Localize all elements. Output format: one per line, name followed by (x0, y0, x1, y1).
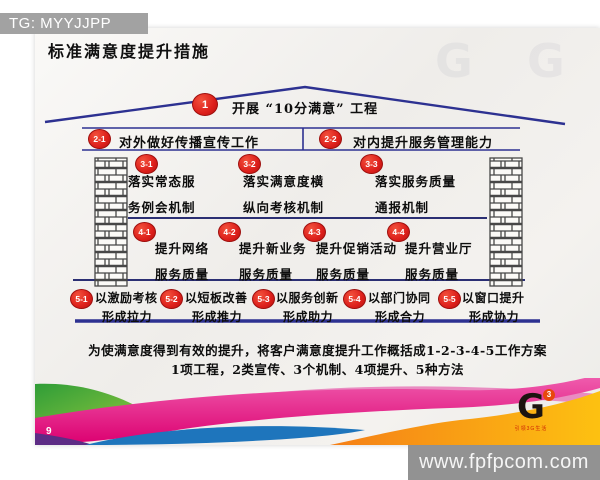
row5-item-line1: 以服务创新 (276, 291, 339, 305)
step-badge-4-2: 4-2 (218, 222, 241, 242)
brick-wall-left (94, 157, 128, 287)
g3-brand-logo: G 3 引领3G生活 (501, 387, 561, 436)
row5-item-line2: 形成协力 (469, 310, 520, 324)
row5-item-line1: 以部门协同 (368, 291, 431, 305)
row5-item: 以服务创新 形成助力 (276, 289, 339, 325)
step-badge-5-2: 5-2 (160, 289, 183, 309)
row3-item: 落实满意度横 纵向考核机制 (243, 171, 324, 216)
row4-item-line1: 提升促销活动 (316, 241, 398, 256)
row4-item: 提升网络 服务质量 (155, 238, 209, 283)
row3-item-line2: 通报机制 (375, 200, 430, 215)
roof-label: 开展 “10分满意” 工程 (232, 102, 379, 117)
row5-item-line1: 以窗口提升 (462, 291, 525, 305)
row4-item: 提升营业厅 服务质量 (405, 238, 473, 283)
page-number: 9 (46, 426, 52, 437)
step-badge-2-2: 2-2 (319, 129, 342, 149)
row4-item: 提升促销活动 服务质量 (316, 238, 397, 283)
step-badge-3-1: 3-1 (135, 154, 158, 174)
row4-item-line2: 服务质量 (316, 267, 371, 282)
step-badge-5-5: 5-5 (438, 289, 461, 309)
row4-item-line2: 服务质量 (239, 267, 294, 282)
background-g-watermark-icon: G (435, 34, 473, 88)
tg-label-bar: TG: MYYJJPP (0, 13, 148, 34)
background-g-watermark-icon: G (527, 34, 565, 88)
step-badge-5-3: 5-3 (252, 289, 275, 309)
row4-item-line1: 提升营业厅 (405, 241, 473, 256)
step-badge-1: 1 (192, 93, 218, 116)
row4-item-line2: 服务质量 (405, 267, 460, 282)
brick-wall-right (489, 157, 523, 287)
row4-item: 提升新业务 服务质量 (239, 238, 307, 283)
row3-item: 落实常态服 务例会机制 (128, 171, 196, 216)
row4-item-line1: 提升网络 (155, 241, 210, 256)
row5-item: 以部门协同 形成合力 (368, 289, 431, 325)
row3-item-line2: 务例会机制 (128, 200, 196, 215)
presentation-slide: G G 标准满意度提升措施 1 开展 “10分满意” 工程 2-1 对外做好传播… (35, 28, 600, 445)
row3-item: 落实服务质量 通报机制 (375, 171, 456, 216)
row3-item-line1: 落实服务质量 (375, 174, 457, 189)
row2-right-label: 对内提升服务管理能力 (353, 136, 494, 151)
step-badge-5-4: 5-4 (343, 289, 366, 309)
house-frame-diagram (44, 85, 566, 323)
step-badge-3-2: 3-2 (238, 154, 261, 174)
row3-item-line1: 落实常态服 (128, 174, 196, 189)
g3-superscript-badge: 3 (543, 389, 555, 401)
step-badge-3-3: 3-3 (360, 154, 383, 174)
slide-title: 标准满意度提升措施 (48, 42, 211, 61)
row3-item-line1: 落实满意度横 (243, 174, 325, 189)
step-badge-5-1: 5-1 (70, 289, 93, 309)
g3-tagline: 引领3G生活 (514, 426, 548, 432)
bottom-wave-decoration (35, 378, 600, 445)
row5-item-line2: 形成推力 (192, 310, 243, 324)
summary-paragraph: 为使满意度得到有效的提升，将客户满意度提升工作概括成1-2-3-4-5工作方案 … (35, 341, 600, 379)
step-badge-4-4: 4-4 (387, 222, 410, 242)
step-badge-4-1: 4-1 (133, 222, 156, 242)
row4-item-line1: 提升新业务 (239, 241, 307, 256)
row4-item-line2: 服务质量 (155, 267, 210, 282)
step-badge-4-3: 4-3 (303, 222, 326, 242)
row5-item-line1: 以短板改善 (185, 291, 248, 305)
g3-letter-icon: G (517, 387, 545, 427)
summary-line2: 1项工程，2类宣传、3个机制、4项提升、5种方法 (171, 362, 464, 377)
row3-item-line2: 纵向考核机制 (243, 200, 325, 215)
watermark-url: www.fpfpcom.com (408, 445, 600, 480)
row5-item: 以短板改善 形成推力 (185, 289, 248, 325)
row5-item-line2: 形成合力 (375, 310, 426, 324)
row5-item-line1: 以激励考核 (95, 291, 158, 305)
row5-item: 以窗口提升 形成协力 (462, 289, 525, 325)
step-badge-2-1: 2-1 (88, 129, 111, 149)
row5-item-line2: 形成拉力 (102, 310, 153, 324)
row5-item-line2: 形成助力 (283, 310, 334, 324)
row2-left-label: 对外做好传播宣传工作 (119, 136, 260, 151)
summary-line1: 为使满意度得到有效的提升，将客户满意度提升工作概括成1-2-3-4-5工作方案 (88, 343, 547, 358)
row5-item: 以激励考核 形成拉力 (95, 289, 158, 325)
